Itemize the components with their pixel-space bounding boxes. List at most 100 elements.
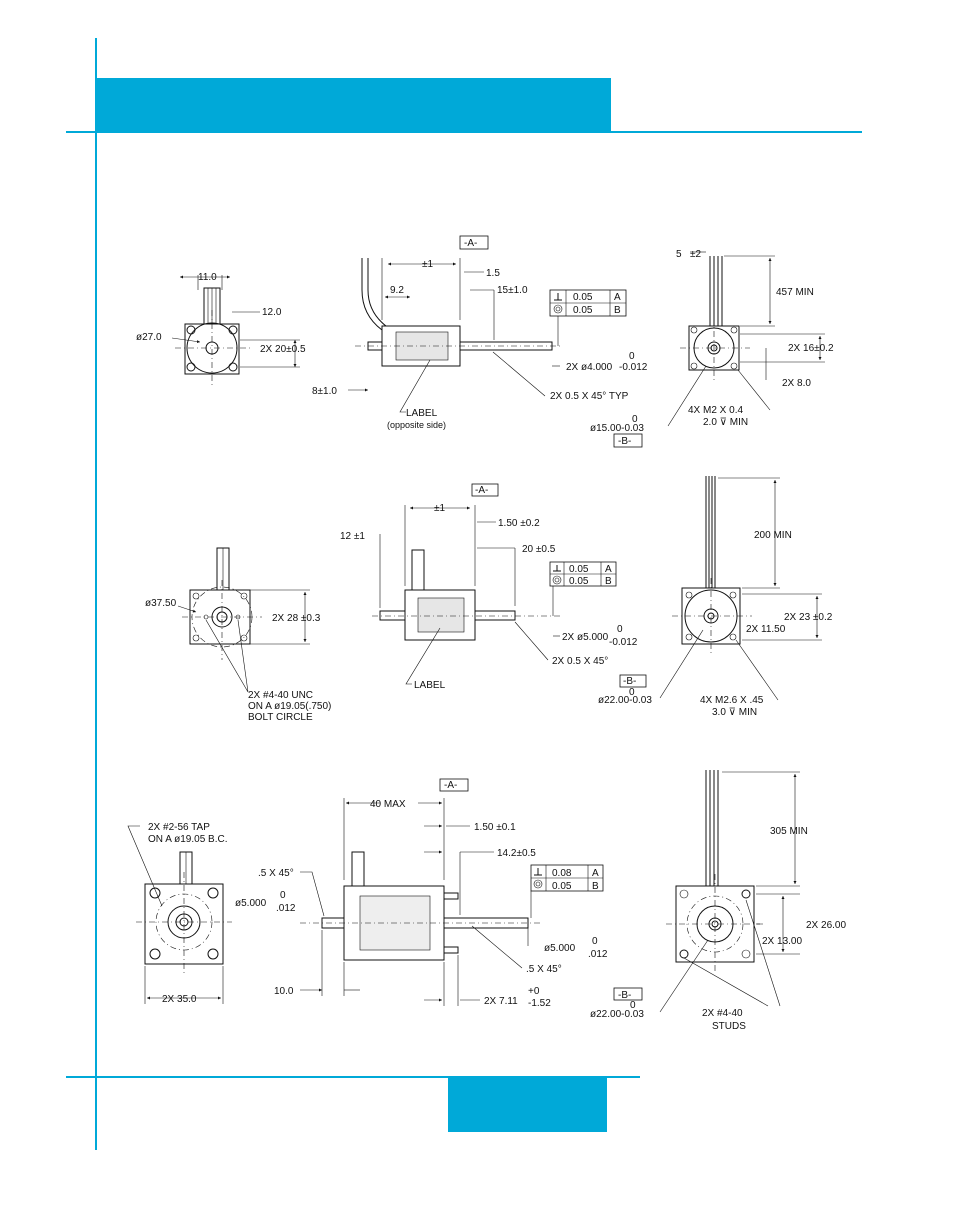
motor3-rear-dim-studs: 2X #4-40 bbox=[702, 1008, 743, 1019]
motor2-front-dim-span: 2X 28 ±0.3 bbox=[272, 613, 321, 624]
motor1-side-dim-rear-shaft: 8±1.0 bbox=[312, 386, 337, 397]
motor2-front-callout-2: ON A ø19.05(.750) bbox=[248, 701, 331, 712]
motor3-gtol-perp-ref: A bbox=[592, 868, 599, 879]
motor3-side-dim-rear-dia-lower: .012 bbox=[276, 903, 296, 914]
motor2-front-view bbox=[177, 547, 310, 693]
motor1-gtol-perp: 0.05 bbox=[573, 292, 593, 303]
motor2-gtol-perp-ref: A bbox=[605, 564, 612, 575]
motor1-rear-dim-depth: 2.0 ⊽ MIN bbox=[703, 417, 748, 428]
motor2-gtol-perp: 0.05 bbox=[569, 564, 589, 575]
motor3-side-dim-stud-lower: -1.52 bbox=[528, 998, 551, 1009]
motor2-side-dim-flange: 1.50 ±0.2 bbox=[498, 518, 540, 529]
motor2-front-dim-diameter: ø37.50 bbox=[145, 598, 177, 609]
motor1-rear-dim-pilot: ø15.00-0.03 bbox=[590, 423, 644, 434]
motor3-side-dim-length: 40 MAX bbox=[370, 799, 406, 810]
motor2-side-label-note: LABEL bbox=[414, 680, 446, 691]
motor2-tolerance-frame bbox=[549, 561, 617, 616]
motor1-rear-view bbox=[667, 251, 825, 427]
motor3-side-dim-shaft-dia-lower: .012 bbox=[588, 949, 608, 960]
motor3-side-view bbox=[300, 798, 540, 1006]
motor1-gtol-perp-ref: A bbox=[614, 292, 621, 303]
motor2-side-dim-shaft-dia: 2X ø5.000 bbox=[562, 632, 609, 643]
motor1-rear-dim-lead-length: 457 MIN bbox=[776, 287, 814, 298]
motor3-rear-datum-b: -B- bbox=[618, 990, 631, 1001]
motor1-rear-dim-thread: 4X M2 X 0.4 bbox=[688, 405, 743, 416]
motor2-rear-view bbox=[659, 476, 822, 701]
motor2-side-dim-length-tol: ±1 bbox=[434, 503, 445, 514]
motor3-rear-dim-lead-length: 305 MIN bbox=[770, 826, 808, 837]
motor1-gtol-conc: 0.05 bbox=[573, 305, 593, 316]
motor2-side-dim-shaft-dia-lower: -0.012 bbox=[609, 637, 638, 648]
motor1-side-label-note: LABEL bbox=[406, 408, 438, 419]
motor1-side-label-subnote: (opposite side) bbox=[387, 420, 446, 430]
motor3-front-callout-1: 2X #2-56 TAP bbox=[148, 822, 210, 833]
motor3-rear-view bbox=[659, 770, 800, 1013]
motor2-rear-dim-lead-length: 200 MIN bbox=[754, 530, 792, 541]
motor2-rear-dim-thread: 4X M2.6 X .45 bbox=[700, 695, 764, 706]
motor3-front-view bbox=[127, 825, 232, 1004]
motor1-front-dim-offset: 12.0 bbox=[262, 307, 282, 318]
motor3-side-dim-shaft: 14.2±0.5 bbox=[497, 848, 536, 859]
motor3-front-callout-2: ON A ø19.05 B.C. bbox=[148, 834, 227, 845]
motor1-gtol-conc-ref: B bbox=[614, 305, 621, 316]
motor2-side-dim-shaft-dia-upper: 0 bbox=[617, 624, 623, 635]
motor1-side-dim-chamfer: 2X 0.5 X 45° TYP bbox=[550, 391, 629, 402]
motor1-rear-dim-lead-tol: ±2 bbox=[690, 249, 701, 260]
motor1-rear-datum-b: -B- bbox=[618, 436, 631, 447]
motor1-front-dim-diameter: ø27.0 bbox=[136, 332, 162, 343]
motor3-rear-dim-pilot: ø22.00-0.03 bbox=[590, 1009, 644, 1020]
motor3-tolerance-frame bbox=[530, 864, 604, 918]
motor1-tolerance-frame bbox=[549, 289, 627, 346]
motor2-side-view bbox=[372, 505, 560, 685]
motor1-side-dim-shaft-dia-lower: -0.012 bbox=[619, 362, 648, 373]
motor2-front-callout-1: 2X #4-40 UNC bbox=[248, 690, 313, 701]
motor3-rear-dim-half: 2X 13.00 bbox=[762, 936, 802, 947]
motor3-side-dim-shaft-dia: ø5.000 bbox=[544, 943, 576, 954]
motor2-front-callout-3: BOLT CIRCLE bbox=[248, 712, 313, 723]
motor2-rear-datum-b: -B- bbox=[623, 676, 636, 687]
motor3-side-dim-shaft-dia-upper: 0 bbox=[592, 936, 598, 947]
motor1-side-dim-shaft: 15±1.0 bbox=[497, 285, 528, 296]
motor1-side-dim-lead: 9.2 bbox=[390, 285, 404, 296]
motor1-rear-dim-lead-pos: 5 bbox=[676, 249, 682, 260]
motor2-side-datum-a: -A- bbox=[475, 485, 488, 496]
motor1-rear-dim-pilot-upper: 0 bbox=[632, 414, 638, 425]
motor1-side-dim-shaft-dia: 2X ø4.000 bbox=[566, 362, 613, 373]
motor3-side-datum-a: -A- bbox=[444, 780, 457, 791]
motor2-rear-dim-pilot-upper: 0 bbox=[629, 687, 635, 698]
motor3-side-dim-rear-chamfer: .5 X 45° bbox=[258, 868, 294, 879]
motor1-side-dim-flange: 1.5 bbox=[486, 268, 500, 279]
motor3-rear-dim-pilot-upper: 0 bbox=[630, 1000, 636, 1011]
motor2-rear-dim-pilot: ø22.00-0.03 bbox=[598, 695, 652, 706]
motor3-side-dim-stud: 2X 7.11 bbox=[484, 996, 518, 1007]
header-rule bbox=[66, 131, 862, 133]
motor2-rear-dim-depth: 3.0 ⊽ MIN bbox=[712, 707, 757, 718]
motor2-rear-dim-span: 2X 23 ±0.2 bbox=[784, 612, 833, 623]
motor1-front-dim-width: 11.0 bbox=[198, 272, 217, 283]
motor3-gtol-conc-ref: B bbox=[592, 881, 599, 892]
motor1-side-view bbox=[348, 258, 560, 413]
motor3-front-dim-span: 2X 35.0 bbox=[162, 994, 197, 1005]
left-margin-rule bbox=[95, 38, 97, 1150]
motor3-rear-dim-studs-label: STUDS bbox=[712, 1021, 746, 1032]
motor2-side-dim-chamfer: 2X 0.5 X 45° bbox=[552, 656, 608, 667]
motor3-gtol-perp: 0.08 bbox=[552, 868, 572, 879]
motor2-gtol-conc: 0.05 bbox=[569, 576, 589, 587]
motor1-rear-dim-span: 2X 16±0.2 bbox=[788, 343, 834, 354]
motor3-side-dim-rear-shaft: 10.0 bbox=[274, 986, 294, 997]
motor1-side-dim-length-tol: ±1 bbox=[422, 259, 433, 270]
motor3-side-dim-stud-upper: +0 bbox=[528, 986, 540, 997]
motor3-side-dim-flange: 1.50 ±0.1 bbox=[474, 822, 516, 833]
footer-rule bbox=[66, 1076, 640, 1078]
motor2-side-dim-rear-shaft: 12 ±1 bbox=[340, 531, 365, 542]
header-band bbox=[97, 78, 611, 132]
motor1-side-dim-shaft-dia-upper: 0 bbox=[629, 351, 635, 362]
motor3-side-dim-rear-dia: ø5.000 bbox=[235, 898, 267, 909]
motor3-rear-dim-span: 2X 26.00 bbox=[806, 920, 846, 931]
motor3-side-dim-chamfer: .5 X 45° bbox=[526, 964, 562, 975]
motor2-side-dim-shaft: 20 ±0.5 bbox=[522, 544, 556, 555]
motor3-side-dim-rear-dia-upper: 0 bbox=[280, 890, 286, 901]
motor1-side-datum-a: -A- bbox=[464, 238, 477, 249]
motor3-gtol-conc: 0.05 bbox=[552, 881, 572, 892]
